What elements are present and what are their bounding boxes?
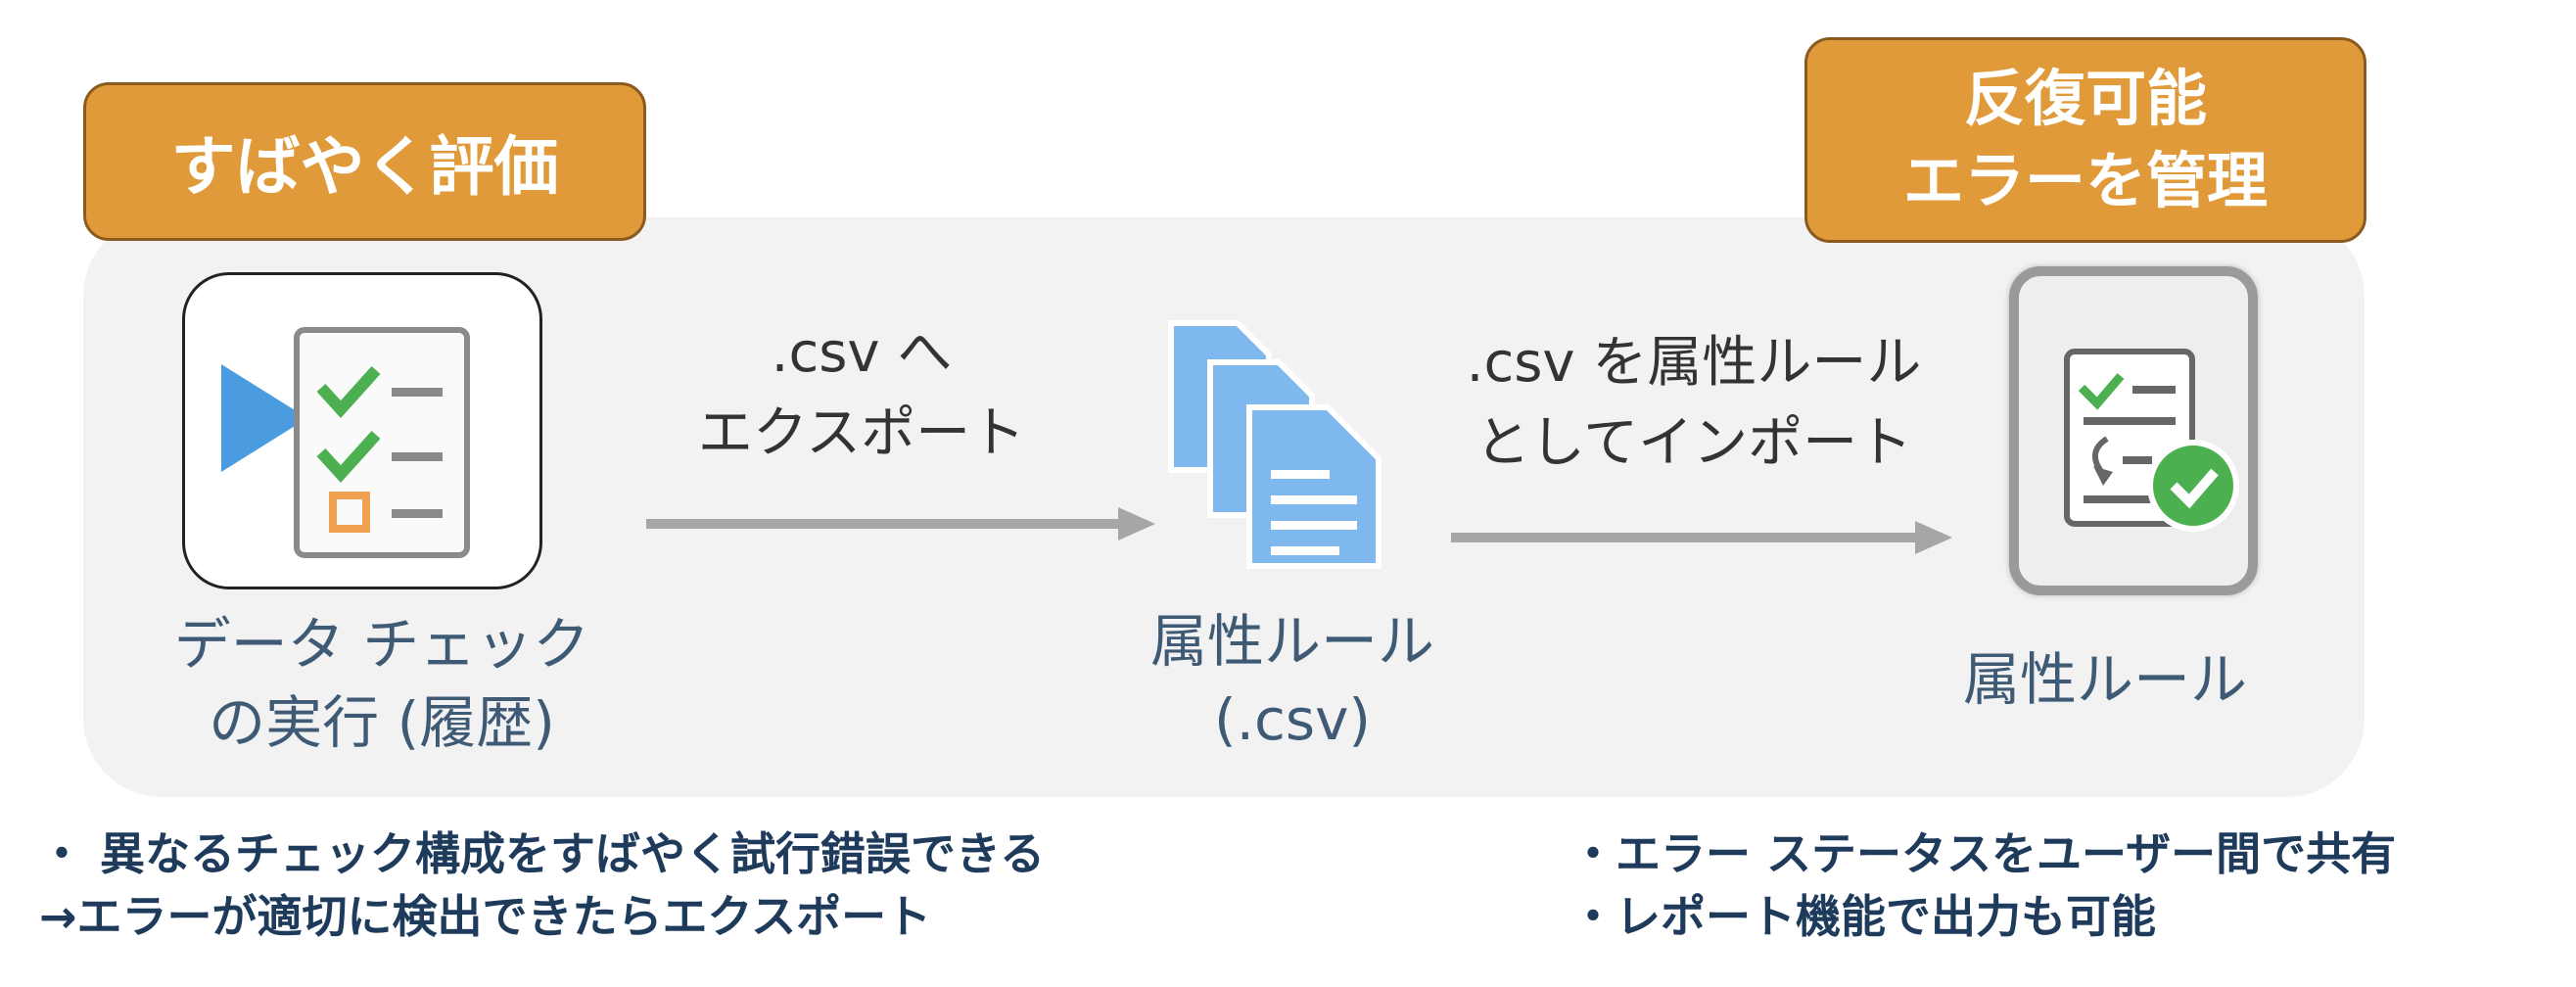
step2-label-line1: 属性ルール <box>1149 608 1434 675</box>
import-label-line1: .csv を属性ルール <box>1466 331 1922 395</box>
note-item: ・レポート機能で出力も可能 <box>1570 890 2156 943</box>
quick-evaluate-badge: すばやく評価 <box>83 82 646 241</box>
left-notes: ・ 異なるチェック構成をすばやく試行錯誤できる →エラーが適切に検出できたらエク… <box>39 822 1045 948</box>
step3-label: 属性ルール <box>1909 640 2301 719</box>
step3-label-text: 属性ルール <box>1962 646 2247 713</box>
play-icon <box>221 364 307 472</box>
import-label-line2: としてインポート <box>1475 411 1913 475</box>
export-label-line2: エクスポート <box>697 401 1026 465</box>
step2-label: 属性ルール (.csv) <box>1097 602 1488 759</box>
note-item: ・ 異なるチェック構成をすばやく試行錯誤できる <box>39 827 1046 880</box>
repeatable-label: 反復可能 <box>1963 63 2207 134</box>
repeatable-badge: 反復可能 エラーを管理 <box>1804 37 2366 243</box>
step1-label: データ チェック の実行 (履歴) <box>117 605 646 762</box>
right-notes: ・エラー ステータスをユーザー間で共有 ・レポート機能で出力も可能 <box>1570 822 2396 948</box>
step1-label-line1: データ チェック <box>173 611 590 678</box>
checklist-icon <box>294 327 470 558</box>
csv-documents-icon <box>1168 320 1382 569</box>
note-item: →エラーが適切に検出できたらエクスポート <box>39 890 932 943</box>
note-item: ・エラー ステータスをユーザー間で共有 <box>1570 827 2397 880</box>
import-label: .csv を属性ルール としてインポート <box>1410 323 1978 484</box>
step1-label-line2: の実行 (履歴) <box>209 689 555 756</box>
import-arrow <box>1451 521 1952 554</box>
export-label-line1: .csv へ <box>771 321 953 385</box>
attribute-rules-icon <box>2064 349 2239 532</box>
export-label: .csv へ エクスポート <box>627 313 1097 474</box>
step2-label-line2: (.csv) <box>1213 686 1372 753</box>
manage-errors-label: エラーを管理 <box>1902 145 2268 216</box>
export-arrow <box>646 507 1155 540</box>
quick-evaluate-label: すばやく評価 <box>170 129 559 205</box>
